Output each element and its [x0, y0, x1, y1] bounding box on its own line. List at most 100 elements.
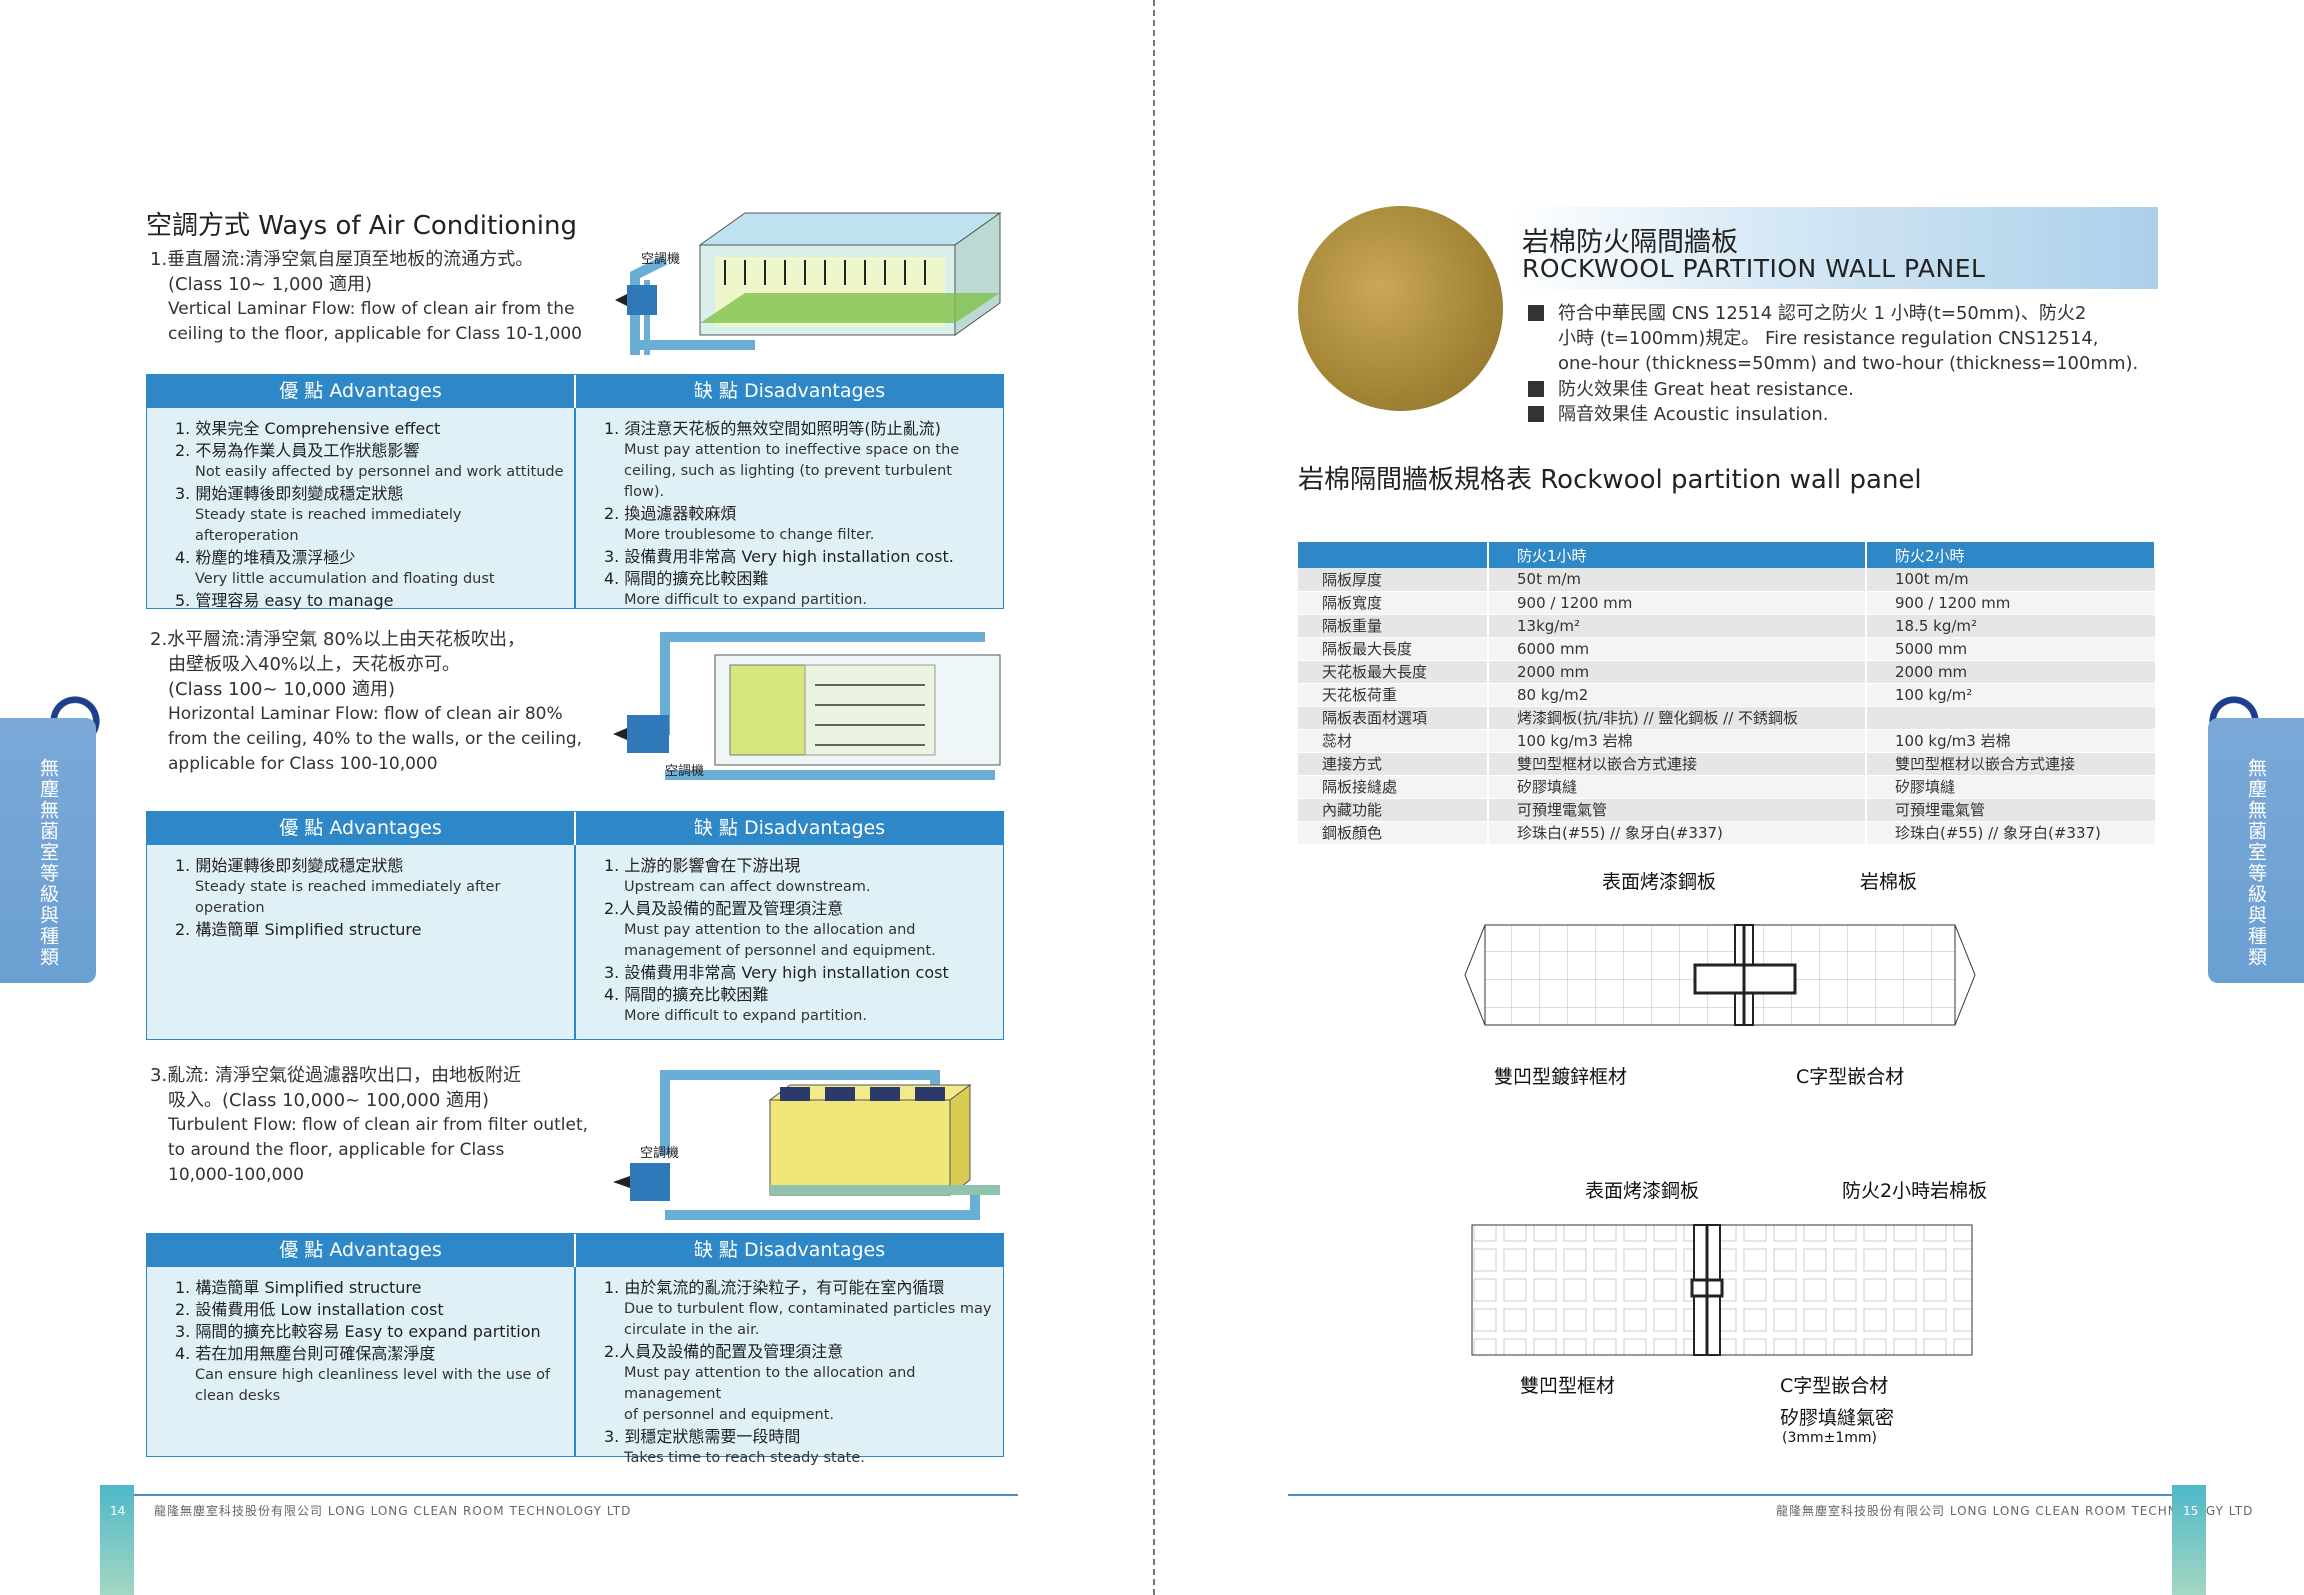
list-item: 3. 到穩定狀態需要一段時間 — [604, 1427, 801, 1446]
s2-line6: applicable for Class 100-10,000 — [168, 754, 438, 774]
spec-table-cell: 連接方式 — [1298, 752, 1488, 776]
section1-disadvantages: 1. 須注意天花板的無效空間如照明等(防止亂流) Must pay attent… — [576, 408, 1003, 608]
title-gradient-bar — [1510, 207, 2158, 289]
bullet-line: one-hour (thickness=50mm) and two-hour (… — [1558, 353, 2139, 374]
spec-table-cell: 900 / 1200 mm — [1865, 591, 2155, 615]
spec-table-cell: 80 kg/m2 — [1487, 683, 1866, 707]
side-tab-right[interactable]: 無塵無菌室等級與種類 — [2208, 718, 2304, 983]
s1-line1: 1.垂直層流:清淨空氣自屋頂至地板的流通方式。 — [150, 249, 534, 270]
list-item-en: Steady state is reached immediately afte… — [195, 507, 462, 544]
s2-line4: Horizontal Laminar Flow: flow of clean a… — [168, 704, 563, 724]
spec-table-cell: 天花板最大長度 — [1298, 660, 1488, 684]
list-item: 3. 開始運轉後即刻變成穩定狀態 — [175, 484, 404, 503]
footer-bar-right — [2172, 1485, 2206, 1595]
s3-line1: 3.亂流: 清淨空氣從過濾器吹出口，由地板附近 — [150, 1065, 521, 1086]
page-fold-line — [1153, 0, 1155, 1595]
spec-table-cell: 2000 mm — [1865, 660, 2155, 684]
s3-line2: 吸入。(Class 10,000~ 100,000 適用) — [168, 1090, 490, 1111]
bullet-heat-resistance: 防火效果佳 Great heat resistance. — [1528, 377, 1854, 402]
list-item-en: Can ensure high cleanliness level with t… — [195, 1367, 551, 1383]
side-tab-left-label: 無塵無菌室等級與種類 — [37, 758, 59, 968]
list-item: 3. 隔間的擴充比較容易 Easy to expand partition — [175, 1322, 541, 1341]
list-item: 2. 不易為作業人員及工作狀態影響 — [175, 441, 420, 460]
s2-unit-label: 空調機 — [665, 764, 704, 779]
disadvantages-header: 缺 點 Disadvantages — [693, 817, 886, 839]
rockwool-title-en: ROCKWOOL PARTITION WALL PANEL — [1522, 254, 1986, 283]
spec-table-cell: 可預埋電氣管 — [1865, 798, 2155, 822]
spec-table-cell: 可預埋電氣管 — [1487, 798, 1866, 822]
turbulent-flow-diagram: 空調機 — [613, 1070, 1000, 1220]
spec-table-cell: 隔板接縫處 — [1298, 775, 1488, 799]
d2-label-surface-steel: 表面烤漆鋼板 — [1585, 1180, 1700, 1202]
advantages-header: 優 點 Advantages — [147, 1234, 576, 1267]
list-item-en: Due to turbulent flow, contaminated part… — [624, 1301, 992, 1317]
d1-label-c-joint: C字型嵌合材 — [1796, 1066, 1905, 1088]
spec-table-cell: 鋼板顏色 — [1298, 821, 1488, 845]
side-tab-right-label: 無塵無菌室等級與種類 — [2245, 758, 2267, 968]
spec-table-cell: 烤漆鋼板(抗/非抗) // 鹽化鋼板 // 不銹鋼板 — [1487, 706, 1866, 730]
list-item-en: Steady state is reached immediately afte… — [195, 879, 501, 916]
d2-label-c-joint: C字型嵌合材 — [1780, 1375, 1889, 1397]
s3-line5: 10,000-100,000 — [168, 1165, 304, 1185]
list-item: 1. 由於氣流的亂流汙染粒子，有可能在室內循環 — [604, 1278, 945, 1297]
spec-table-cell: 50t m/m — [1487, 568, 1866, 592]
ac-unit-1 — [627, 285, 657, 315]
section2-table: 優 點 Advantages 缺 點 Disadvantages 1. 開始運轉… — [146, 811, 1004, 1040]
list-item-en: of personnel and equipment. — [624, 1407, 835, 1423]
section3-disadvantages: 1. 由於氣流的亂流汙染粒子，有可能在室內循環 Due to turbulent… — [576, 1267, 1003, 1466]
list-item: 3. 設備費用非常高 Very high installation cost. — [604, 547, 954, 566]
spec-table-row: 鋼板顏色珍珠白(#55) // 象牙白(#337)珍珠白(#55) // 象牙白… — [1298, 821, 2155, 845]
s2-line1: 2.水平層流:清淨空氣 80%以上由天花板吹出， — [150, 629, 525, 650]
section1-table-header: 優 點 Advantages 缺 點 Disadvantages — [147, 375, 1003, 408]
spec-table-cell: 珍珠白(#55) // 象牙白(#337) — [1865, 821, 2155, 845]
list-item-en: Upstream can affect downstream. — [624, 879, 871, 895]
spec-table-cell: 蕊材 — [1298, 729, 1488, 753]
bullet-line: 小時 (t=100mm)規定。 Fire resistance regulati… — [1558, 328, 2099, 349]
horizontal-laminar-diagram: 空調機 — [613, 632, 1001, 780]
section1-advantages: 1. 效果完全 Comprehensive effect 2. 不易為作業人員及… — [147, 408, 576, 610]
bullet-square-icon — [1528, 406, 1544, 422]
section2-advantages: 1. 開始運轉後即刻變成穩定狀態 Steady state is reached… — [147, 845, 576, 1039]
rockwool-photo — [1298, 206, 1503, 411]
spec-table-cell: 13kg/m² — [1487, 614, 1866, 638]
spec-table-cell: 100 kg/m3 岩棉 — [1487, 729, 1866, 753]
list-item: 3. 設備費用非常高 Very high installation cost — [604, 963, 949, 982]
s1-unit-label: 空調機 — [641, 252, 680, 267]
s1-line4: ceiling to the floor, applicable for Cla… — [168, 324, 582, 344]
bullet-acoustic: 隔音效果佳 Acoustic insulation. — [1528, 402, 1829, 427]
d1-label-frame: 雙凹型鍍鋅框材 — [1494, 1066, 1628, 1088]
list-item-en: Must pay attention to the allocation and… — [624, 1365, 916, 1402]
s2-line2: 由壁板吸入40%以上，天花板亦可。 — [168, 654, 461, 675]
spec-table-cell: 900 / 1200 mm — [1487, 591, 1866, 615]
list-item: 2.人員及設備的配置及管理須注意 — [604, 899, 844, 918]
section2-disadvantages: 1. 上游的影響會在下游出現 Upstream can affect downs… — [576, 845, 1003, 1039]
disadvantages-header: 缺 點 Disadvantages — [693, 380, 886, 402]
panel-joint-diagram-1 — [1464, 924, 1976, 1026]
vertical-laminar-diagram: 空調機 — [615, 212, 1002, 355]
spec-table-cell: 隔板表面材選項 — [1298, 706, 1488, 730]
ac-unit-2 — [627, 715, 669, 753]
side-tab-left[interactable]: 無塵無菌室等級與種類 — [0, 718, 96, 983]
footer-bar-left — [100, 1485, 134, 1595]
list-item-en: management of personnel and equipment. — [624, 943, 936, 959]
list-item: 2.人員及設備的配置及管理須注意 — [604, 1342, 844, 1361]
spec-table-cell: 內藏功能 — [1298, 798, 1488, 822]
spec-header-cell: 防火2小時 — [1866, 542, 2156, 568]
spec-table-cell: 6000 mm — [1487, 637, 1866, 661]
spec-header-cell — [1298, 542, 1489, 568]
s3-line3: Turbulent Flow: flow of clean air from f… — [168, 1115, 589, 1135]
s1-line2: (Class 10~ 1,000 適用) — [168, 274, 373, 295]
section1-table: 優 點 Advantages 缺 點 Disadvantages 1. 效果完全… — [146, 374, 1004, 610]
spec-table-cell: 矽膠填縫 — [1865, 775, 2155, 799]
advantages-header: 優 點 Advantages — [147, 812, 576, 845]
list-item: 2. 構造簡單 Simplified structure — [175, 920, 422, 939]
spec-table-cell: 100t m/m — [1865, 568, 2155, 592]
spec-table-cell: 雙凹型框材以嵌合方式連接 — [1487, 752, 1866, 776]
list-item-en: Must pay attention to ineffective space … — [624, 442, 960, 458]
bullet-square-icon — [1528, 305, 1544, 321]
